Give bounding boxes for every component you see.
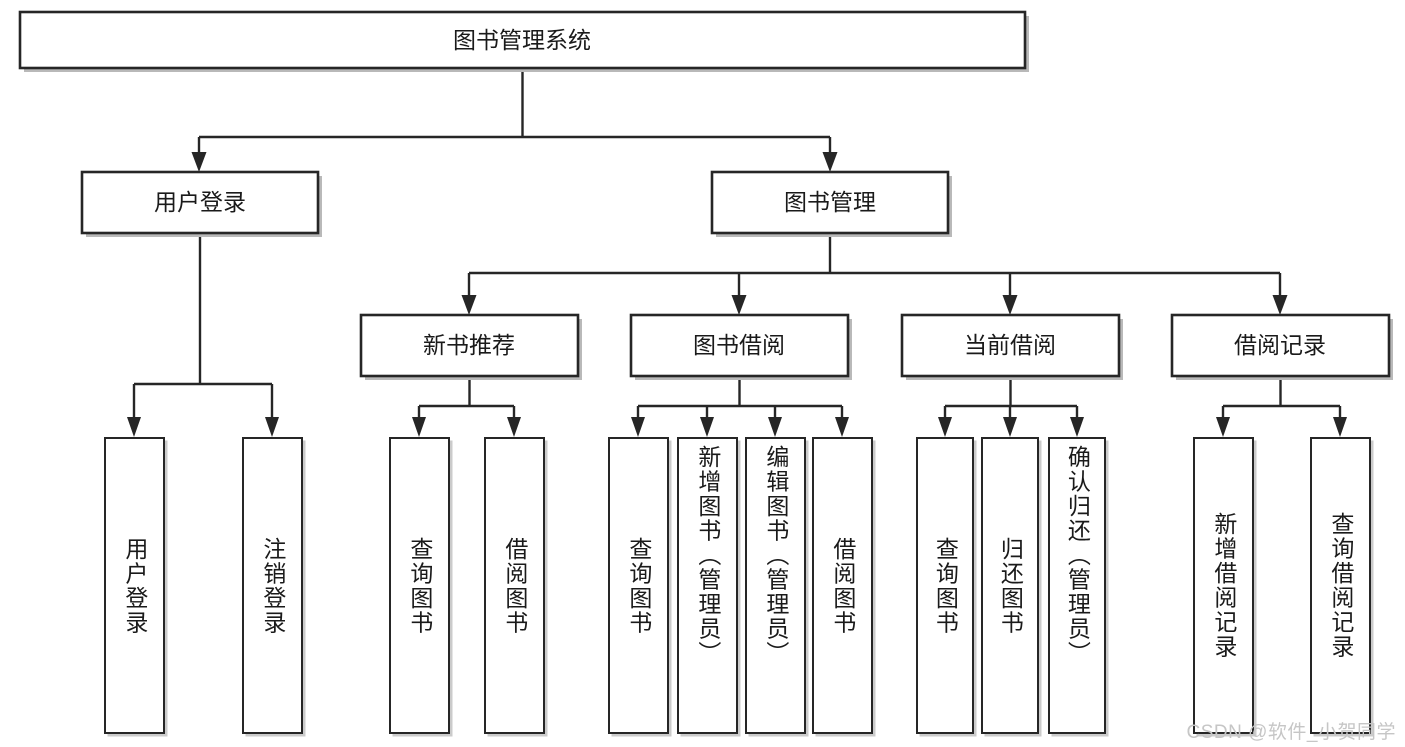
node-leaf-edit-book-label: 编辑图书（管理员）	[762, 445, 789, 666]
node-leaf-query-book-2-label: 查询图书	[625, 536, 652, 635]
node-current-borrow[interactable]: 当前借阅	[900, 313, 1123, 380]
node-leaf-query-book-2[interactable]: 查询图书	[608, 437, 669, 734]
node-leaf-borrow-book-1[interactable]: 借阅图书	[484, 437, 545, 734]
node-leaf-borrow-book-1-label: 借阅图书	[501, 536, 528, 635]
node-leaf-logout[interactable]: 注销登录	[242, 437, 303, 734]
node-user-login[interactable]: 用户登录	[80, 170, 322, 237]
node-book-manage[interactable]: 图书管理	[710, 170, 952, 237]
node-new-book-rec-label: 新书推荐	[423, 332, 515, 358]
node-root-label: 图书管理系统	[453, 27, 591, 53]
node-leaf-borrow-book-2-label: 借阅图书	[829, 536, 856, 635]
edge-currentborrow-to-leaves	[938, 376, 1084, 437]
node-leaf-confirm-return[interactable]: 确认归还（管理员）	[1048, 437, 1106, 734]
node-leaf-logout-label: 注销登录	[259, 536, 286, 635]
node-current-borrow-label: 当前借阅	[964, 332, 1056, 358]
node-leaf-return-book[interactable]: 归还图书	[981, 437, 1039, 734]
node-leaf-add-record-label: 新增借阅记录	[1210, 512, 1237, 659]
node-root[interactable]: 图书管理系统	[18, 10, 1029, 72]
edge-root-to-level2	[191, 68, 838, 172]
node-book-borrow[interactable]: 图书借阅	[629, 313, 852, 380]
node-leaf-user-login-label: 用户登录	[121, 536, 148, 635]
node-book-manage-label: 图书管理	[784, 189, 876, 215]
node-leaf-edit-book[interactable]: 编辑图书（管理员）	[745, 437, 806, 734]
edge-userlogin-to-leaves	[127, 233, 279, 437]
node-leaf-query-record-label: 查询借阅记录	[1327, 512, 1354, 659]
edge-newbook-to-leaves	[412, 376, 521, 437]
node-leaf-query-book-1-label: 查询图书	[406, 536, 433, 635]
edge-borrowrecord-to-leaves	[1216, 376, 1347, 437]
node-new-book-rec[interactable]: 新书推荐	[359, 313, 582, 380]
edge-bookmanage-to-level3	[461, 233, 1288, 315]
node-leaf-query-book-1[interactable]: 查询图书	[389, 437, 450, 734]
node-leaf-borrow-book-2[interactable]: 借阅图书	[812, 437, 873, 734]
node-borrow-record[interactable]: 借阅记录	[1170, 313, 1393, 380]
node-leaf-query-book-3[interactable]: 查询图书	[916, 437, 974, 734]
node-leaf-user-login[interactable]: 用户登录	[104, 437, 165, 734]
edge-bookborrow-to-leaves	[631, 376, 849, 437]
node-leaf-confirm-return-label: 确认归还（管理员）	[1064, 445, 1091, 666]
node-leaf-return-book-label: 归还图书	[997, 536, 1024, 635]
node-leaf-add-book[interactable]: 新增图书（管理员）	[677, 437, 738, 734]
connector-layer	[127, 68, 1347, 437]
node-user-login-label: 用户登录	[154, 189, 246, 215]
node-leaf-query-book-3-label: 查询图书	[932, 536, 959, 635]
node-leaf-query-record[interactable]: 查询借阅记录	[1310, 437, 1371, 734]
node-leaf-add-book-label: 新增图书（管理员）	[694, 445, 721, 666]
node-book-borrow-label: 图书借阅	[693, 332, 785, 358]
node-leaf-add-record[interactable]: 新增借阅记录	[1193, 437, 1254, 734]
node-borrow-record-label: 借阅记录	[1234, 332, 1326, 358]
